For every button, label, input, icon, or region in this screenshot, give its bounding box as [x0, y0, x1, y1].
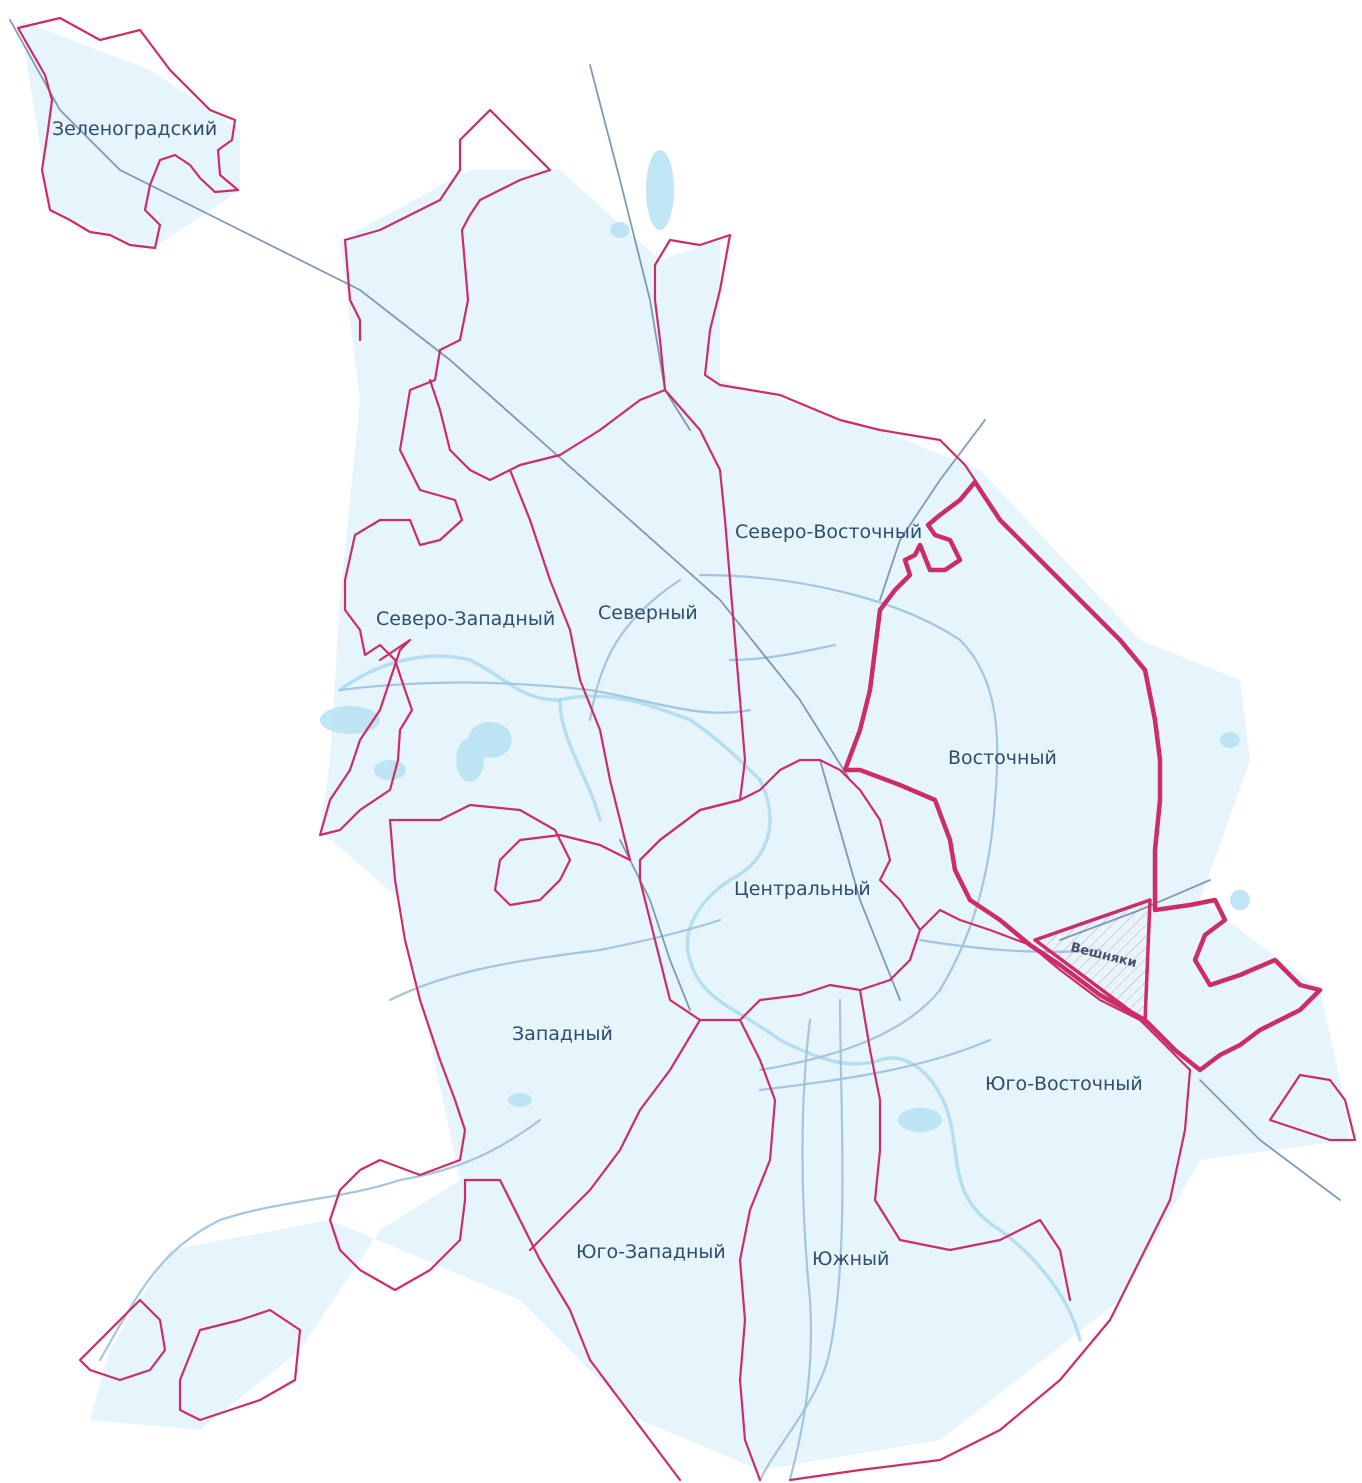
- label-zelenogradsky: Зеленоградский: [52, 118, 217, 140]
- urban-area: [20, 20, 1350, 1470]
- label-yugo-vostochny: Юго-Восточный: [985, 1073, 1143, 1095]
- vostochny-highlight-boundary: [842, 479, 1323, 1073]
- label-yugo-zapadny: Юго-Западный: [576, 1241, 726, 1263]
- water-bodies: [320, 150, 1250, 1132]
- label-severny: Северный: [598, 602, 698, 624]
- district-boundaries: [16, 16, 1357, 1482]
- label-yuzhny: Южный: [812, 1248, 889, 1270]
- zelenogradsky-boundary: [16, 16, 240, 250]
- outer-west-boundary: [318, 108, 552, 837]
- label-tsentralny: Центральный: [734, 878, 871, 900]
- veshnyaki-area: [1033, 898, 1152, 1024]
- central-district-boundary: [638, 758, 922, 1022]
- district-labels: Зеленоградский Северо-Западный Северный …: [52, 118, 1143, 1270]
- label-zapadny: Западный: [512, 1023, 613, 1045]
- rivers: [338, 654, 1082, 1342]
- label-severo-vostochny: Северо-Восточный: [735, 521, 922, 543]
- label-severo-zapadny: Северо-Западный: [376, 608, 555, 630]
- label-vostochny: Восточный: [948, 747, 1057, 769]
